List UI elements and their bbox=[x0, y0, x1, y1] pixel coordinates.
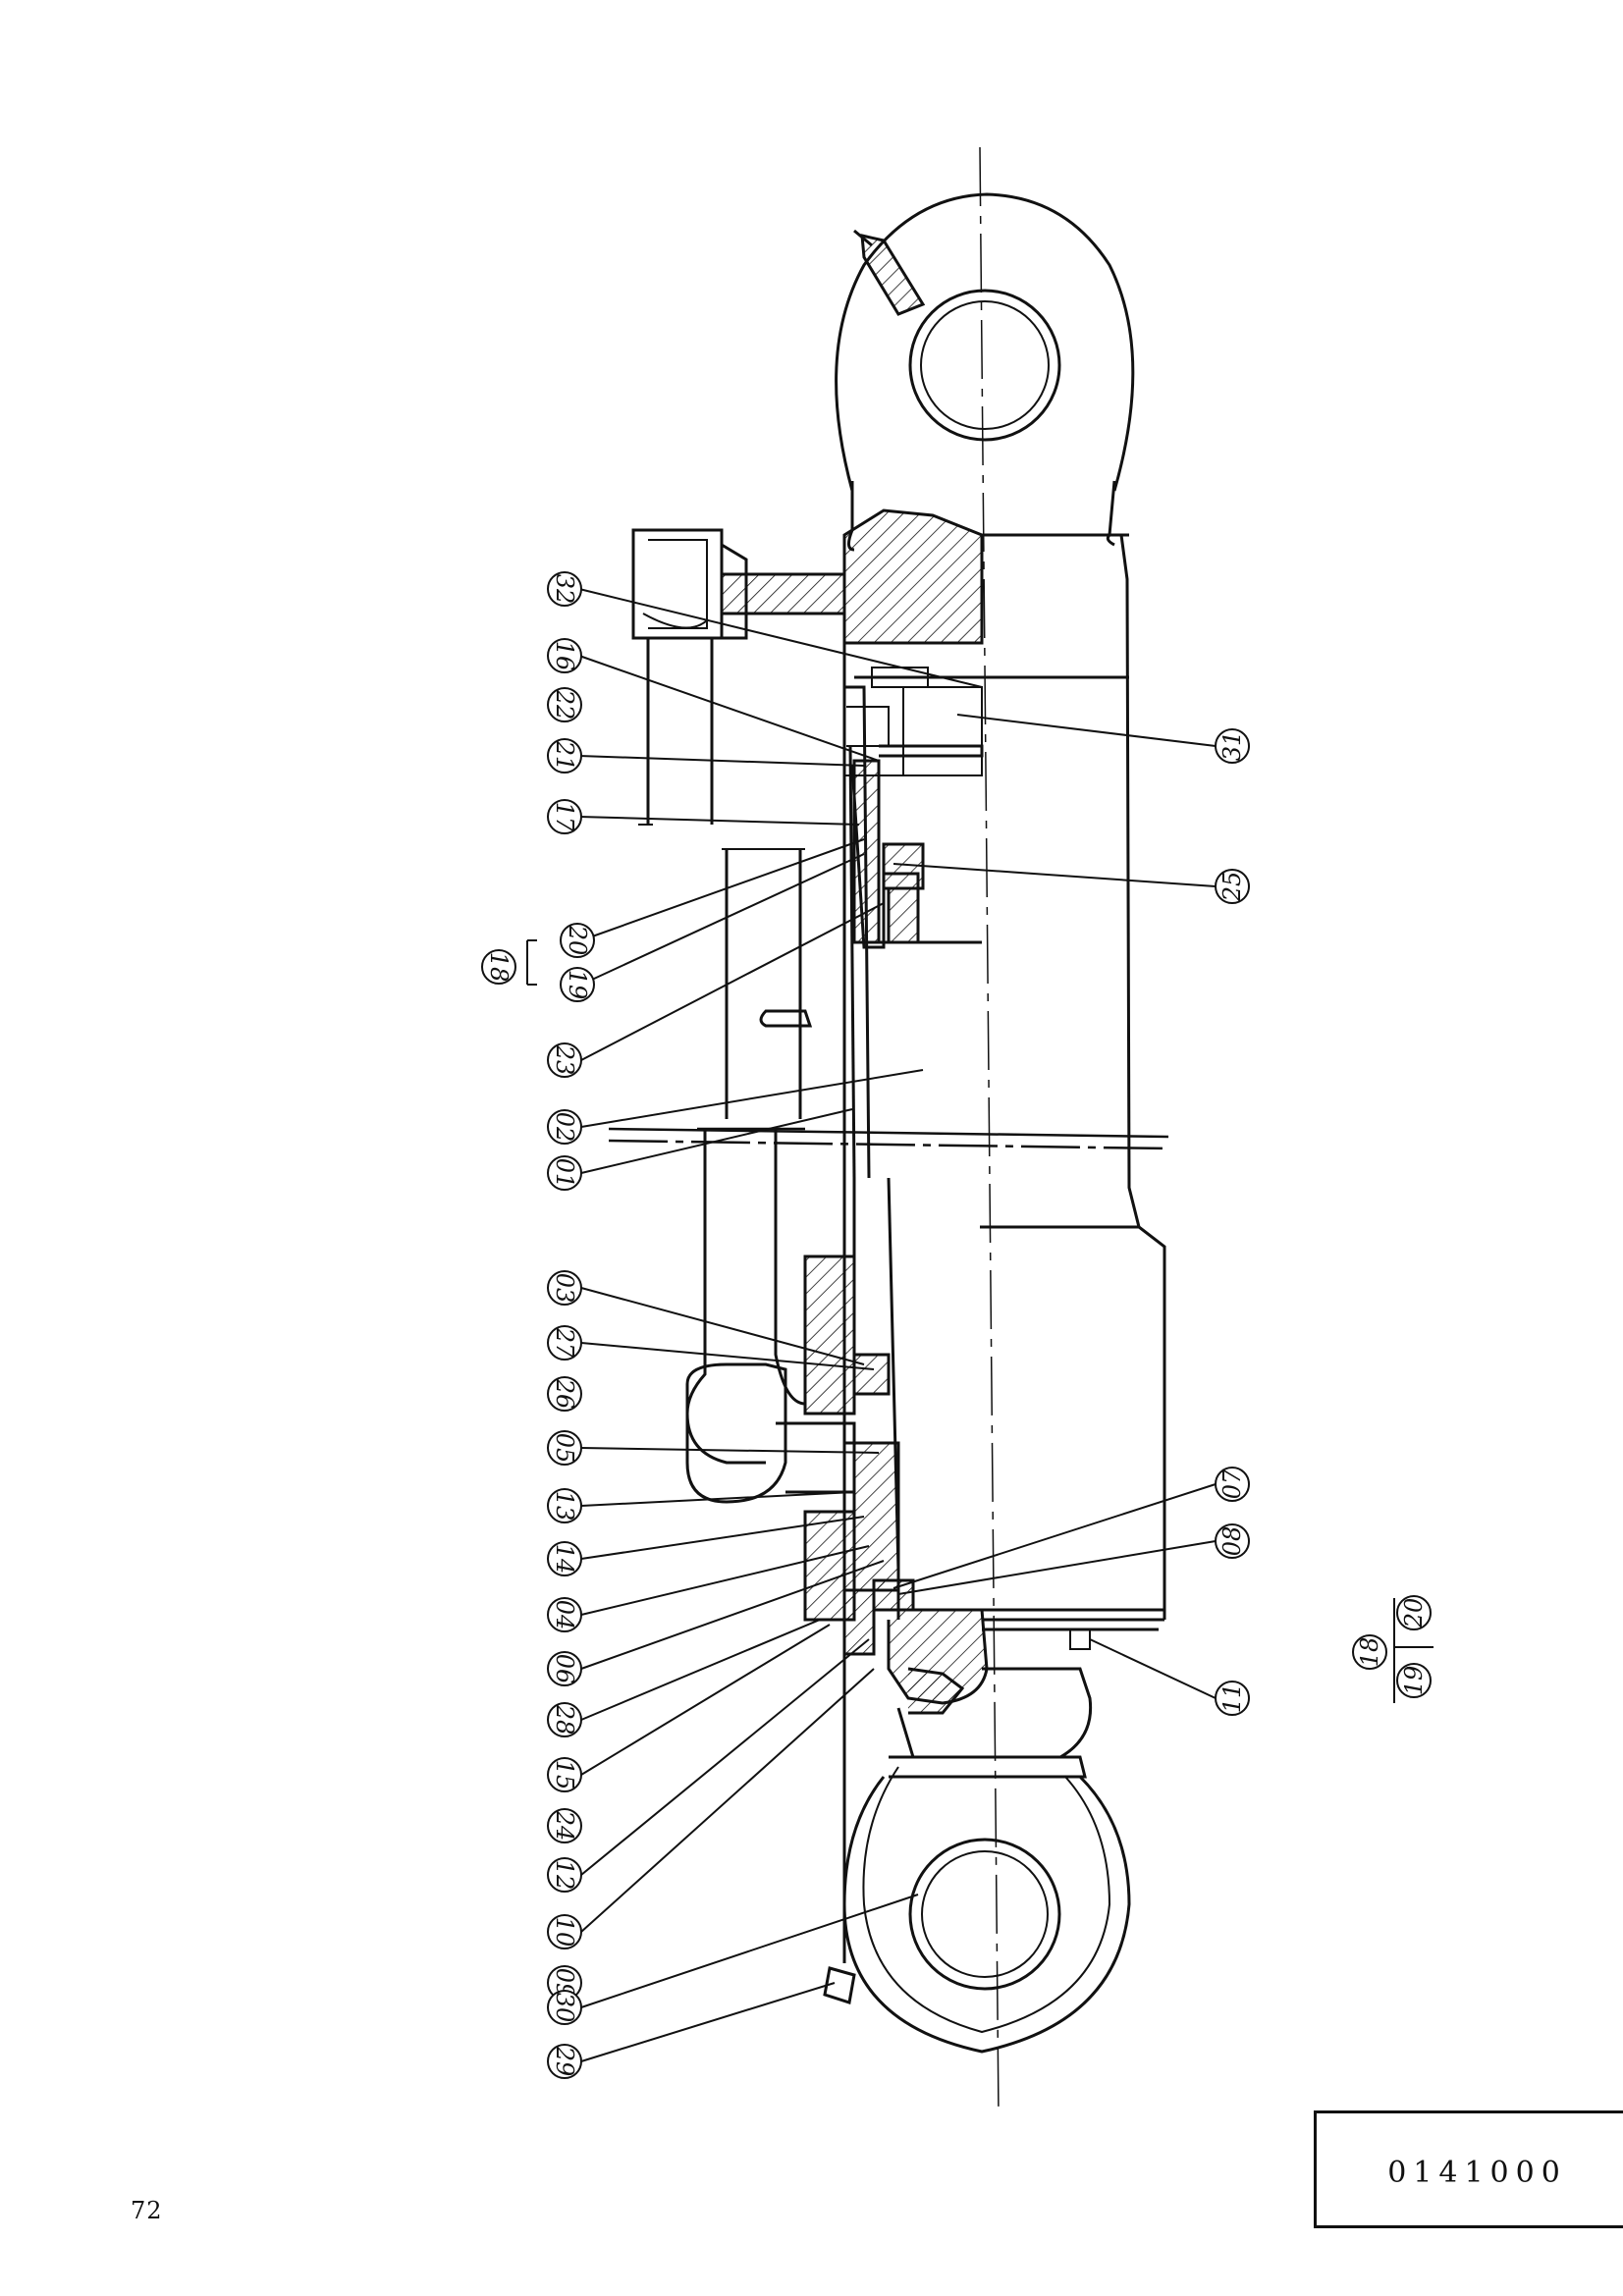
callout-number: 26 bbox=[551, 1378, 578, 1410]
cylinder-assembly bbox=[608, 146, 1169, 2116]
callout-number: 03 bbox=[551, 1273, 578, 1304]
legend-group-text: 18 bbox=[1356, 1637, 1383, 1668]
callout-number: 06 bbox=[551, 1654, 578, 1684]
callout-balloon bbox=[547, 1808, 582, 1843]
callout-number: 28 bbox=[551, 1704, 578, 1735]
group-bracket bbox=[481, 939, 537, 986]
callout-number: 16 bbox=[551, 641, 578, 671]
callout-balloon bbox=[547, 1488, 582, 1523]
callout-balloon bbox=[547, 1430, 582, 1466]
callout-number: 08 bbox=[1218, 1526, 1246, 1557]
drawing-code-box: 0141000 bbox=[1314, 2110, 1623, 2228]
callout-balloon bbox=[1215, 728, 1250, 764]
callout-balloon bbox=[547, 687, 582, 722]
callout-balloon bbox=[1215, 1523, 1250, 1559]
callout-number: 23 bbox=[551, 1044, 578, 1076]
callout-balloon bbox=[547, 1757, 582, 1792]
callout-balloon bbox=[1215, 1681, 1250, 1716]
callout-number: 04 bbox=[551, 1600, 578, 1630]
callout-balloon bbox=[547, 2044, 582, 2079]
callout-number: 32 bbox=[551, 574, 578, 605]
callout-number: 10 bbox=[551, 1917, 578, 1948]
callout-balloon bbox=[547, 1990, 582, 2025]
callout-balloon bbox=[560, 923, 595, 958]
callout-number: 15 bbox=[551, 1760, 578, 1790]
callout-number: 25 bbox=[1218, 872, 1246, 903]
callout-number: 19 bbox=[564, 970, 591, 1000]
page-number: 72 bbox=[131, 2197, 163, 2224]
callout-balloon bbox=[547, 1541, 582, 1576]
piston-assembly bbox=[803, 1177, 1159, 1705]
callout-balloon bbox=[547, 571, 582, 607]
callout-number: 07 bbox=[1218, 1468, 1246, 1499]
legend-member-text: 20 bbox=[1400, 1598, 1428, 1629]
callout-balloon bbox=[547, 1597, 582, 1632]
callout-number: 14 bbox=[551, 1544, 578, 1575]
callout-balloon bbox=[547, 1270, 582, 1306]
callout-balloon bbox=[547, 638, 582, 673]
callout-number: 02 bbox=[551, 1112, 578, 1143]
legend-fraction bbox=[1352, 1595, 1434, 1703]
callout-number: 20 bbox=[564, 925, 591, 956]
leader-lines bbox=[578, 588, 1217, 2062]
group-label-text: 18 bbox=[485, 952, 513, 983]
callout-balloon bbox=[1215, 869, 1250, 904]
top-clevis-eye bbox=[835, 192, 1135, 552]
cylinder-head bbox=[842, 508, 984, 1179]
callout-balloon bbox=[547, 1325, 582, 1361]
drawing-code: 0141000 bbox=[1387, 2156, 1567, 2190]
callout-balloon bbox=[547, 738, 582, 774]
callout-number: 27 bbox=[551, 1327, 578, 1359]
callout-number: 13 bbox=[551, 1491, 578, 1522]
callout-balloon bbox=[1215, 1467, 1250, 1502]
upper-pipe-fitting bbox=[631, 528, 846, 826]
callouts-left: 32 16 22 21 17 20 19 23 02 01 03 27 26 05 13 14 04 06 28 15… bbox=[547, 571, 595, 2079]
callout-number: 24 bbox=[551, 1810, 578, 1842]
cylinder-tube bbox=[842, 534, 1166, 1963]
callout-balloon bbox=[547, 1042, 582, 1078]
callout-number: 12 bbox=[551, 1860, 578, 1891]
callout-number: 05 bbox=[551, 1433, 578, 1464]
callout-balloon bbox=[560, 967, 595, 1002]
callout-number: 01 bbox=[551, 1158, 578, 1189]
callout-balloon bbox=[547, 1857, 582, 1893]
callout-number: 17 bbox=[551, 802, 578, 832]
callout-balloon bbox=[547, 1651, 582, 1686]
rod-end-eye bbox=[823, 1629, 1131, 2054]
center-line bbox=[979, 146, 1000, 2116]
cross-port bbox=[759, 1009, 813, 1028]
callouts-right: 31 25 07 08 11 bbox=[1215, 728, 1250, 1716]
callout-balloon bbox=[547, 1376, 582, 1412]
callout-balloon bbox=[547, 1914, 582, 1949]
callout-balloon bbox=[547, 1702, 582, 1737]
callout-number: 11 bbox=[1218, 1683, 1246, 1714]
callout-number: 29 bbox=[551, 2046, 578, 2077]
legend-member-text: 19 bbox=[1400, 1666, 1428, 1696]
callout-balloon bbox=[547, 799, 582, 834]
callout-balloon bbox=[547, 1109, 582, 1145]
callout-number: 30 bbox=[551, 1993, 578, 2023]
callout-number: 21 bbox=[551, 740, 578, 772]
callout-balloon bbox=[547, 1155, 582, 1191]
callout-number: 22 bbox=[551, 689, 578, 721]
callout-number: 31 bbox=[1218, 731, 1246, 762]
break-lines bbox=[608, 1127, 1169, 1150]
